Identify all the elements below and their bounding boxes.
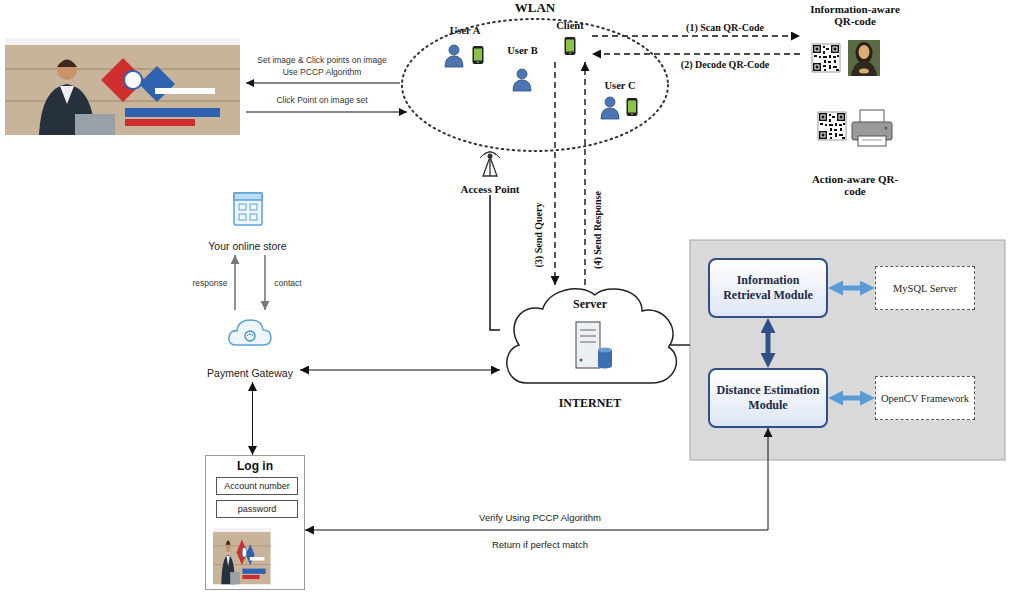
note-label: Return if perfect match (490, 539, 590, 550)
node-label: Server (573, 297, 607, 312)
user-icons (445, 37, 638, 119)
edge-label: (1) Scan QR-Code (684, 22, 766, 33)
node-label: Access Point (461, 183, 520, 195)
edge-label: (2) Decode QR-Code (679, 59, 771, 70)
connector (234, 255, 236, 310)
node-label: User C (604, 80, 635, 91)
node-label: Information Retrieval Module (716, 273, 820, 303)
node-label: User A (450, 25, 480, 36)
node-label: Your online store (208, 240, 286, 252)
information-qr-image (812, 40, 880, 76)
node-label: Distance Estimation Module (716, 383, 820, 413)
connector (836, 396, 867, 401)
edge-label: contact (272, 278, 303, 288)
note-label: Click Point on image set (274, 95, 369, 105)
input-field: Account number (216, 477, 298, 495)
connector (252, 382, 253, 455)
cloud-shape (507, 289, 677, 383)
node-label: INTERNET (559, 396, 622, 411)
node-label: MySQL Server (893, 283, 957, 294)
connector (490, 195, 500, 330)
connector (592, 53, 800, 54)
user-node: User A (440, 25, 490, 75)
client-node: Client (548, 20, 592, 62)
store-node: Your online store (195, 185, 300, 255)
node-label: password (238, 504, 277, 514)
wlan-ellipse (402, 19, 668, 151)
library-box: OpenCV Framework (875, 376, 975, 420)
qr-code-node: Action-aware QR-code (805, 100, 905, 197)
edge-label: response (191, 278, 230, 288)
request-arrow (246, 82, 400, 83)
module-box: Distance Estimation Module (708, 368, 828, 428)
node-label: Log in (237, 459, 273, 473)
node-label: User B (507, 45, 537, 56)
qr-code-node: Information-aware QR-code (800, 3, 910, 83)
connector (300, 370, 500, 371)
connector (305, 428, 768, 530)
note-label: Use PCCP Algorithm (281, 67, 364, 77)
payment-gateway-icon (229, 320, 271, 345)
edge-label: Verify Using PCCP Algorithm (477, 512, 603, 523)
node-label: Client (556, 20, 583, 31)
website-screenshot (5, 38, 240, 135)
node-label: OpenCV Framework (881, 393, 969, 404)
node-label: Action-aware QR-code (805, 173, 905, 197)
node-label: Account number (224, 481, 290, 491)
library-box: MySQL Server (875, 266, 975, 310)
module-box: Information Retrieval Module (708, 258, 828, 318)
node-label: Information-aware QR-code (800, 3, 910, 27)
edge-label: (3) Send Query (533, 201, 544, 270)
access-point: Access Point (450, 150, 530, 195)
module-panel (690, 240, 1005, 460)
internet-cloud: ServerINTERNET (500, 285, 680, 415)
node-label: Payment Gateway (207, 367, 293, 379)
wlan-outline (400, 0, 670, 153)
connector (554, 62, 555, 285)
connector (584, 62, 585, 285)
server-icon (576, 322, 612, 369)
connector (766, 326, 771, 360)
connector (836, 286, 867, 291)
server-panel-link (669, 344, 690, 346)
wlan-region: WLAN User A User B ClientUser C (400, 0, 670, 153)
input-field: password (216, 500, 298, 518)
login-screenshot (213, 528, 271, 584)
login-form: Log in Account number password (205, 455, 305, 590)
access-point-antenna (480, 152, 500, 177)
edge-label: (4) Send Response (592, 189, 603, 271)
note-label: Set image & Click points on image (255, 55, 388, 65)
connector (264, 255, 266, 310)
online-store-icon (234, 193, 262, 225)
reply-arrow (246, 111, 407, 112)
action-qr-printer (818, 110, 892, 146)
gateway-node: Payment Gateway (200, 310, 300, 382)
node-label: WLAN (515, 0, 555, 16)
user-node: User C (595, 80, 645, 122)
user-node: User B (500, 45, 545, 100)
